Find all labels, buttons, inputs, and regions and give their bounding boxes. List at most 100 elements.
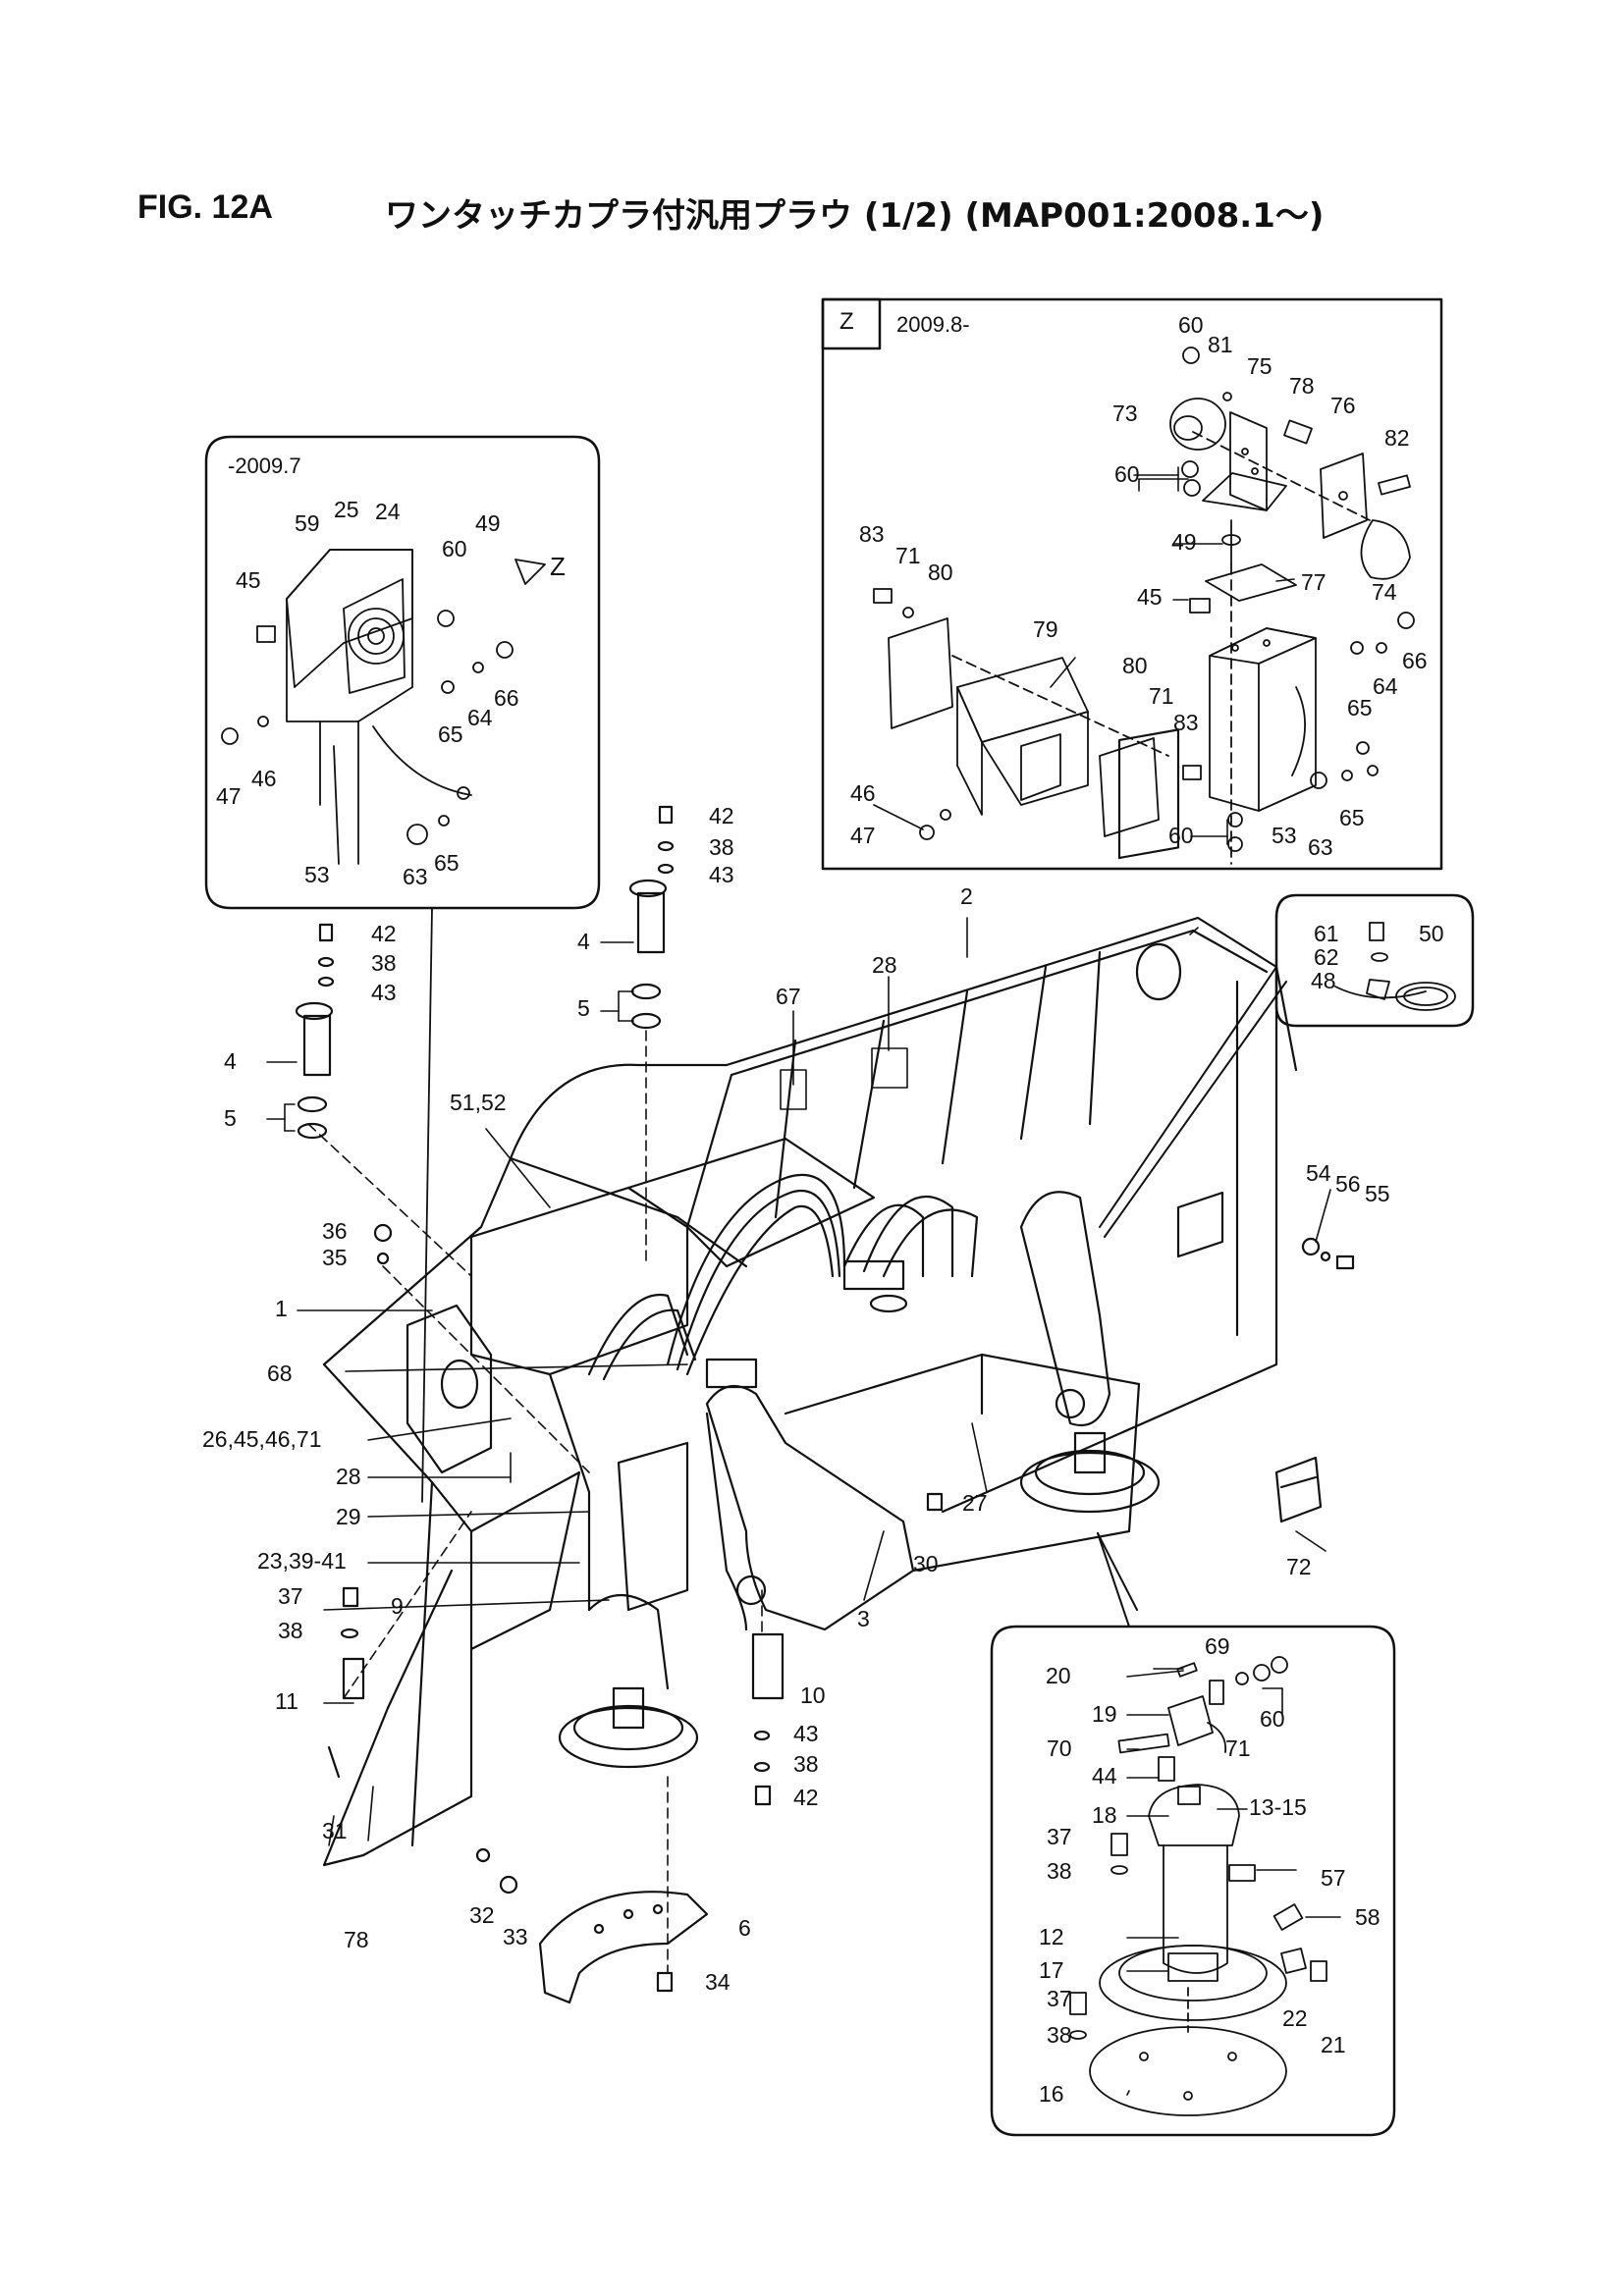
callout-label: 25 [334, 497, 359, 522]
callout-label: 57 [1321, 1865, 1346, 1891]
callout-label: 35 [322, 1245, 348, 1270]
callout-label: 60 [1178, 312, 1204, 338]
callout-label: 49 [475, 510, 501, 536]
callout-label: 75 [1247, 353, 1272, 379]
callout-label: 65 [1339, 805, 1365, 830]
callout-label: 32 [469, 1902, 495, 1928]
callout-label: 48 [1311, 968, 1336, 993]
callout-label: 74 [1372, 579, 1397, 605]
inset-z-box [821, 297, 1443, 871]
callout-label: 23,39-41 [257, 1548, 347, 1574]
inset-z-period: 2009.8- [896, 312, 970, 337]
callout-label: 69 [1205, 1633, 1230, 1659]
inset-old-period: -2009.7 [228, 454, 301, 478]
callout-label: 11 [275, 1688, 298, 1714]
callout-label: 46 [251, 766, 277, 791]
callout-label: 27 [962, 1490, 988, 1516]
callout-label: 42 [709, 803, 734, 828]
callout-label: 6 [738, 1915, 751, 1941]
callout-label: 44 [1092, 1763, 1117, 1789]
inset-old-parts [221, 549, 546, 865]
callout-label: 63 [1308, 834, 1333, 860]
callout-label: 43 [371, 980, 397, 1005]
callout-label: 54 [1306, 1160, 1331, 1186]
callout-label: 37 [1047, 1824, 1072, 1849]
callout-label: 76 [1330, 393, 1356, 418]
callout-label: 80 [928, 560, 953, 585]
callout-label: 12 [1039, 1924, 1064, 1949]
callout-label: 66 [1402, 648, 1428, 673]
callout-label: 20 [1046, 1663, 1071, 1688]
callout-label: 80 [1122, 653, 1148, 678]
callout-label: 19 [1092, 1701, 1117, 1727]
callout-label: 45 [1137, 584, 1163, 610]
callout-label: 26,45,46,71 [202, 1426, 322, 1452]
callout-label: 65 [434, 850, 460, 876]
callout-label: 5 [577, 995, 590, 1021]
callout-label: 42 [793, 1785, 819, 1810]
callout-label: 71 [1225, 1735, 1251, 1761]
callout-label: 38 [278, 1618, 303, 1643]
callout-label: 68 [267, 1361, 293, 1386]
callout-label: 34 [705, 1969, 731, 1995]
inset-disc-box [990, 1625, 1396, 2137]
callout-label: 79 [1033, 616, 1058, 642]
callout-label: 28 [872, 952, 897, 978]
callout-label: 10 [800, 1682, 826, 1708]
inset-z-parts [873, 347, 1415, 865]
callout-label: 37 [278, 1583, 303, 1609]
callout-label: 72 [1286, 1554, 1312, 1579]
callout-label: 50 [1419, 921, 1444, 946]
callout-label: 83 [859, 521, 885, 547]
callout-label: 3 [857, 1606, 870, 1631]
callout-label: 1 [275, 1296, 288, 1321]
figure-number: FIG. 12A [137, 188, 273, 226]
main-blade [295, 728, 1355, 2004]
callout-label: 47 [216, 783, 242, 809]
callout-label: 4 [224, 1048, 237, 1074]
callout-label: 4 [577, 929, 590, 954]
inset-wire-box [1274, 893, 1475, 1028]
callout-label: 60 [1114, 461, 1140, 487]
callout-label: 29 [336, 1504, 361, 1529]
callout-label: 78 [344, 1927, 369, 1952]
callout-label: 17 [1039, 1957, 1064, 1983]
callout-label: 18 [1092, 1802, 1117, 1828]
callout-label: 36 [322, 1218, 348, 1244]
callout-label: 21 [1321, 2032, 1346, 2057]
callout-label: 42 [371, 921, 397, 946]
callout-label: 67 [776, 984, 801, 1009]
callout-label: 28 [336, 1464, 361, 1489]
callout-label: 45 [236, 567, 261, 593]
callout-label: 83 [1173, 710, 1199, 735]
callout-label: 59 [295, 510, 320, 536]
callout-label: 51,52 [450, 1090, 507, 1115]
callout-label: 64 [1373, 673, 1398, 699]
callout-label: 60 [1168, 823, 1194, 848]
callout-label: 5 [224, 1105, 237, 1131]
callout-label: 38 [371, 950, 397, 976]
callout-label: 78 [1289, 373, 1315, 399]
callout-label: 56 [1335, 1171, 1361, 1197]
callout-label: 70 [1047, 1735, 1072, 1761]
callout-label: 31 [322, 1818, 348, 1843]
callout-label: 47 [850, 823, 876, 848]
callout-label: 33 [503, 1924, 528, 1949]
inset-z-tag: Z [839, 308, 854, 335]
callout-label: 65 [438, 721, 463, 747]
callout-label: 43 [709, 862, 734, 887]
callout-label: 13-15 [1249, 1794, 1307, 1820]
callout-label: 63 [403, 864, 428, 889]
callout-label: 9 [391, 1593, 404, 1619]
callout-label: 24 [375, 499, 401, 524]
callout-label: 73 [1112, 400, 1138, 426]
callout-label: 61 [1314, 921, 1339, 946]
callout-label: 38 [793, 1751, 819, 1777]
callout-label: 71 [895, 543, 921, 568]
callout-label: 82 [1384, 425, 1410, 451]
callout-label: 65 [1347, 695, 1373, 721]
callout-label: 62 [1314, 944, 1339, 970]
callout-label: 81 [1208, 332, 1233, 357]
